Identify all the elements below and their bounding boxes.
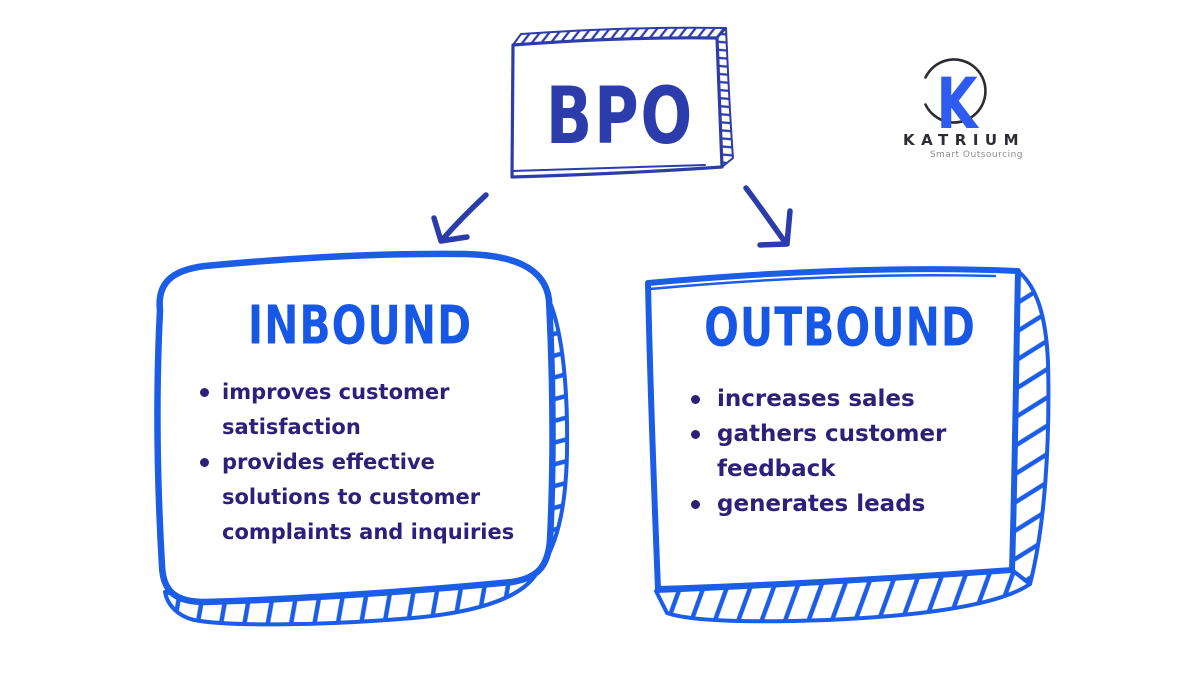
- katrium-monogram-icon: K: [936, 64, 978, 146]
- outbound-title: OUTBOUND: [704, 296, 976, 359]
- bullet-dot-icon: [691, 430, 700, 439]
- bpo-node-box: [510, 26, 734, 179]
- bullet-text: increases sales: [717, 386, 915, 412]
- list-item: improves customer satisfaction: [200, 375, 560, 445]
- logo-circle-icon: [924, 58, 987, 124]
- bullet-text: provides effective solutions to customer…: [222, 450, 515, 544]
- bullet-dot-icon: [691, 500, 700, 509]
- arrow-to-outbound: [743, 185, 793, 248]
- bullet-dot-icon: [200, 388, 209, 397]
- inbound-box: [154, 250, 570, 627]
- bullet-dot-icon: [691, 395, 700, 404]
- list-item: increases sales: [691, 382, 1031, 417]
- bullet-dot-icon: [200, 458, 209, 467]
- list-item: provides effective solutions to customer…: [200, 445, 560, 550]
- root-node-label: BPO: [545, 72, 695, 163]
- bullet-text: gathers customer feedback: [717, 421, 947, 482]
- katrium-tagline: Smart Outsourcing: [929, 150, 1023, 160]
- list-item: generates leads: [691, 487, 1031, 522]
- outbound-bullet-list: increases sales gathers customer feedbac…: [691, 382, 1031, 522]
- bullet-text: improves customer satisfaction: [222, 380, 450, 439]
- katrium-brand-name: KATRIUM: [902, 131, 1026, 149]
- list-item: gathers customer feedback: [691, 417, 1031, 487]
- outbound-box: [645, 266, 1051, 624]
- inbound-title: INBOUND: [247, 294, 473, 357]
- inbound-bullet-list: improves customer satisfaction provides …: [200, 375, 560, 550]
- arrow-to-inbound: [431, 192, 489, 244]
- bullet-text: generates leads: [717, 491, 926, 517]
